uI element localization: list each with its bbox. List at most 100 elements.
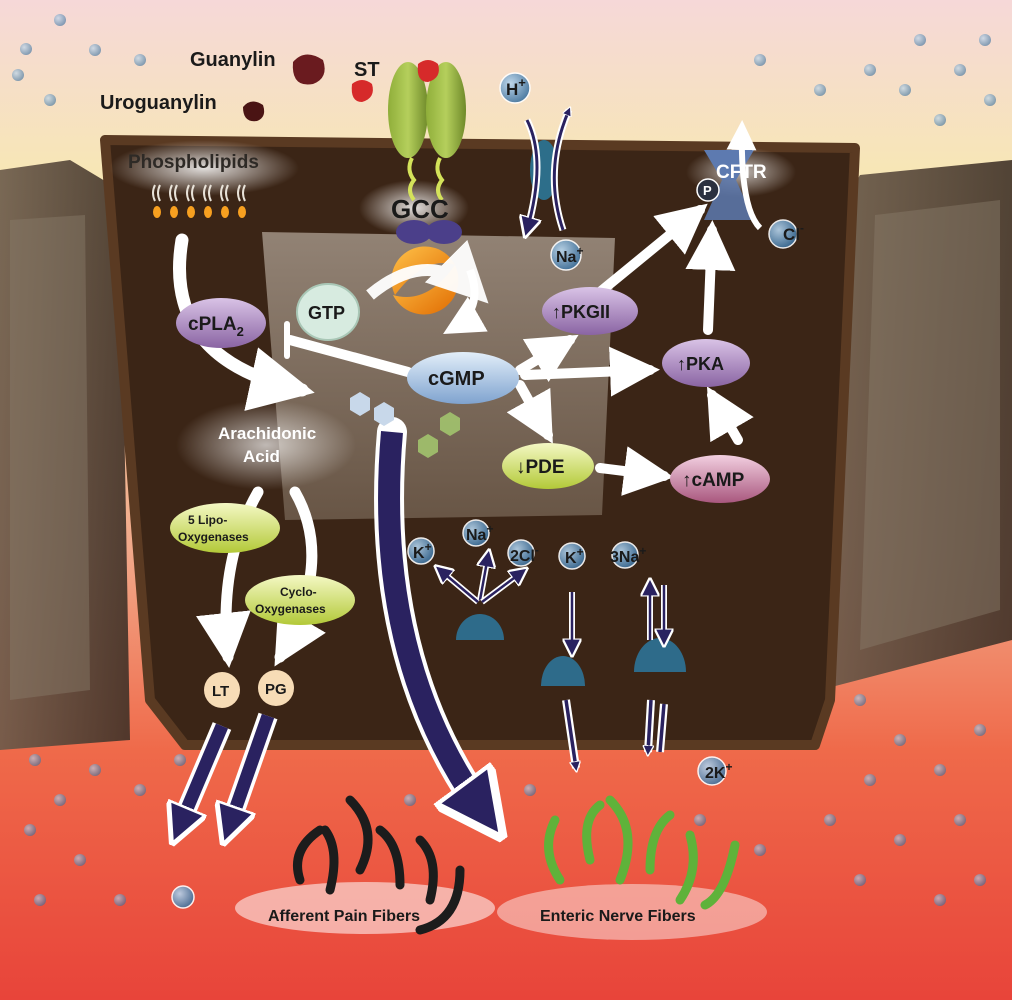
particle-dot bbox=[899, 84, 911, 96]
hexagon-icon bbox=[440, 412, 460, 436]
particle-dot bbox=[24, 824, 36, 836]
particle-dot bbox=[854, 874, 866, 886]
lipo-oxygenase-node bbox=[170, 503, 280, 553]
guanylin-icon bbox=[292, 54, 325, 85]
pka-label: ↑PKA bbox=[677, 354, 724, 374]
hexagon-icon bbox=[418, 434, 438, 458]
ion-sphere bbox=[407, 537, 435, 565]
ion-sphere bbox=[558, 542, 586, 570]
particle-dot bbox=[974, 874, 986, 886]
phospholipid-part bbox=[170, 206, 178, 218]
lipo-label-1: 5 Lipo- bbox=[188, 513, 227, 527]
afferent-pain-fibers-icon bbox=[235, 795, 495, 935]
phospholipid-part bbox=[203, 184, 207, 202]
pkgii-node bbox=[542, 287, 638, 335]
cgmp-node bbox=[407, 352, 519, 404]
particle-dot bbox=[934, 764, 946, 776]
phospholipid-part bbox=[242, 184, 246, 202]
phospholipid-part bbox=[221, 206, 229, 218]
particle-dot bbox=[404, 794, 416, 806]
particle-dot bbox=[979, 34, 991, 46]
particle-dot bbox=[894, 834, 906, 846]
phospholipid-part bbox=[238, 206, 246, 218]
particle-dot bbox=[54, 794, 66, 806]
enteric-nerve-fibers-icon bbox=[497, 795, 767, 940]
particle-dot bbox=[54, 14, 66, 26]
particle-dot bbox=[29, 754, 41, 766]
uroguanylin-icon bbox=[243, 101, 265, 122]
hexagon-icon bbox=[350, 392, 370, 416]
particle-dot bbox=[34, 894, 46, 906]
gtp-label: GTP bbox=[308, 303, 345, 323]
guanylin-label: Guanylin bbox=[190, 49, 276, 71]
particle-dot bbox=[44, 94, 56, 106]
pkgii-label: ↑PKGII bbox=[552, 302, 610, 322]
gcc-receptor bbox=[366, 62, 489, 334]
cyclo-label-1: Cyclo- bbox=[280, 585, 317, 599]
right-neighbor-cell bbox=[820, 160, 1012, 690]
ion-sphere bbox=[697, 756, 727, 786]
gtp-node bbox=[296, 283, 360, 341]
ligand-shapes bbox=[243, 54, 439, 122]
particle-dot bbox=[934, 114, 946, 126]
phospholipid-part bbox=[186, 184, 190, 202]
particle-dot bbox=[934, 894, 946, 906]
extracellular-particles bbox=[12, 14, 996, 906]
chloride-label: Cl- bbox=[783, 221, 804, 244]
lt-node bbox=[204, 672, 240, 708]
particle-dot bbox=[754, 844, 766, 856]
phospholipid-part bbox=[174, 184, 178, 202]
particle-dot bbox=[954, 814, 966, 826]
ion-sphere bbox=[171, 885, 195, 909]
particle-dot bbox=[20, 43, 32, 55]
phospholipid-part bbox=[208, 184, 212, 202]
pg-node bbox=[258, 670, 294, 706]
phospholipid-part bbox=[157, 184, 161, 202]
phosphate-node bbox=[696, 178, 720, 202]
particle-dot bbox=[89, 44, 101, 56]
cftr-label: CFTR bbox=[716, 162, 767, 183]
left-neighbor-cell bbox=[0, 160, 130, 750]
phospholipid-part bbox=[191, 184, 195, 202]
particle-dot bbox=[74, 854, 86, 866]
particle-dot bbox=[814, 84, 826, 96]
pg-label: PG bbox=[265, 681, 287, 698]
ion-arrows bbox=[440, 556, 664, 650]
particle-dot bbox=[134, 54, 146, 66]
ion-sphere bbox=[499, 72, 531, 104]
particle-dot bbox=[914, 34, 926, 46]
particle-dot bbox=[174, 754, 186, 766]
uroguanylin-label: Uroguanylin bbox=[100, 92, 217, 114]
phospholipid-part bbox=[225, 184, 229, 202]
ion-sphere bbox=[507, 539, 535, 567]
h-ion-label: H+ bbox=[506, 75, 526, 99]
particle-dot bbox=[864, 64, 876, 76]
particle-dot bbox=[12, 69, 24, 81]
transporters bbox=[456, 110, 763, 686]
arachidonic-label: Arachidonic bbox=[218, 424, 316, 443]
ion-spheres bbox=[171, 72, 798, 909]
camp-label: ↑cAMP bbox=[682, 470, 745, 491]
particle-dot bbox=[754, 54, 766, 66]
phosphate-label: P bbox=[703, 183, 712, 198]
phospholipid-part bbox=[169, 184, 173, 202]
ion-sphere bbox=[462, 519, 490, 547]
lipo-label-2: Oxygenases bbox=[178, 530, 249, 544]
phospholipid-part bbox=[204, 206, 212, 218]
ion-sphere bbox=[611, 541, 639, 569]
particle-dot bbox=[984, 94, 996, 106]
phospholipid-part bbox=[153, 206, 161, 218]
phospholipid-part bbox=[237, 184, 241, 202]
na-top-label: Na+ bbox=[556, 244, 583, 266]
ion-sphere bbox=[550, 239, 582, 271]
phospholipid-part bbox=[187, 206, 195, 218]
particle-dot bbox=[694, 814, 706, 826]
lt-label: LT bbox=[212, 683, 229, 700]
hexagon-icon bbox=[374, 402, 394, 426]
st-label: ST bbox=[354, 59, 380, 81]
camp-node bbox=[670, 455, 770, 503]
phospholipid-part bbox=[220, 184, 224, 202]
na2-label: Na+ bbox=[466, 522, 493, 544]
